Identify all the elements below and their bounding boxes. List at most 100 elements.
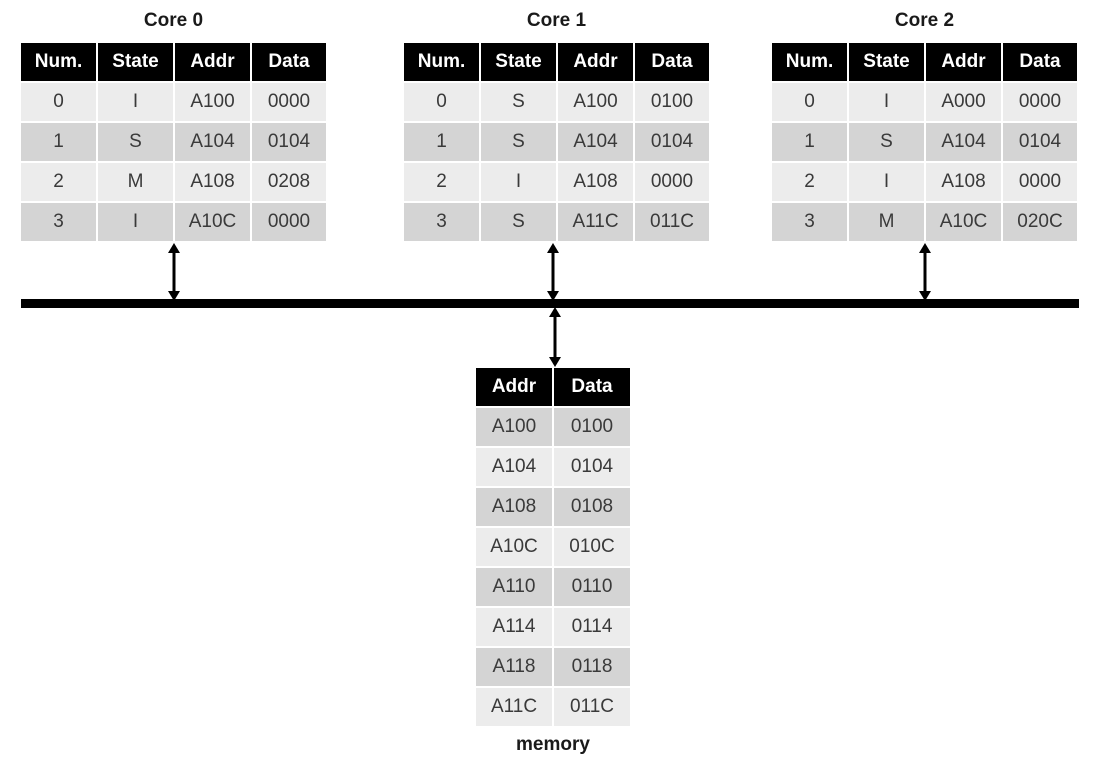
table-row: 1 S A104 0104 bbox=[404, 122, 709, 163]
cell-addr: A000 bbox=[925, 82, 1003, 123]
cell-state: I bbox=[97, 82, 175, 123]
core-0-title: Core 0 bbox=[143, 10, 204, 31]
table-row: A104 0104 bbox=[476, 447, 630, 488]
cell-data: 0000 bbox=[251, 202, 326, 243]
table-row: A11C 011C bbox=[476, 687, 630, 728]
cell-addr: A10C bbox=[476, 527, 554, 568]
column-header-state: State bbox=[848, 43, 926, 83]
cell-state: I bbox=[97, 202, 175, 243]
cell-state: S bbox=[480, 82, 558, 123]
cell-addr: A108 bbox=[557, 162, 635, 203]
cell-data: 011C bbox=[634, 202, 709, 243]
cell-data: 0104 bbox=[1002, 122, 1077, 163]
cell-addr: A104 bbox=[476, 447, 554, 488]
cell-state: I bbox=[848, 162, 926, 203]
column-header-addr: Addr bbox=[925, 43, 1003, 83]
memory-label: memory bbox=[516, 734, 590, 755]
column-header-data: Data bbox=[634, 43, 709, 83]
core-0-bus-arrow bbox=[168, 243, 180, 301]
table-row: 3 I A10C 0000 bbox=[21, 202, 326, 243]
cell-num: 1 bbox=[21, 122, 98, 163]
cell-addr: A10C bbox=[925, 202, 1003, 243]
cell-data: 0000 bbox=[251, 82, 326, 123]
core-1-title: Core 1 bbox=[526, 10, 587, 31]
memory-bus-arrow bbox=[549, 307, 561, 367]
cell-data: 0100 bbox=[553, 407, 630, 448]
memory-table: Addr Data A100 0100 A104 0104 A108 0108 … bbox=[476, 368, 630, 728]
core-2-table: Num. State Addr Data 0 I A000 0000 1 S A… bbox=[772, 43, 1077, 243]
cell-state: S bbox=[480, 202, 558, 243]
column-header-num: Num. bbox=[772, 43, 849, 83]
table-row: A114 0114 bbox=[476, 607, 630, 648]
cell-state: S bbox=[848, 122, 926, 163]
column-header-data: Data bbox=[553, 368, 630, 408]
cell-addr: A108 bbox=[925, 162, 1003, 203]
cell-num: 2 bbox=[404, 162, 481, 203]
column-header-num: Num. bbox=[21, 43, 98, 83]
table-header-row: Num. State Addr Data bbox=[21, 43, 326, 83]
column-header-data: Data bbox=[251, 43, 326, 83]
cell-addr: A11C bbox=[557, 202, 635, 243]
cell-num: 0 bbox=[21, 82, 98, 123]
cell-num: 3 bbox=[772, 202, 849, 243]
core-1-table: Num. State Addr Data 0 S A100 0100 1 S A… bbox=[404, 43, 709, 243]
cell-addr: A11C bbox=[476, 687, 554, 728]
cell-state: I bbox=[848, 82, 926, 123]
table-row: 1 S A104 0104 bbox=[772, 122, 1077, 163]
cell-data: 0104 bbox=[251, 122, 326, 163]
table-row: 0 S A100 0100 bbox=[404, 82, 709, 123]
cell-data: 0118 bbox=[553, 647, 630, 688]
table-row: 3 M A10C 020C bbox=[772, 202, 1077, 243]
core-2-bus-arrow bbox=[919, 243, 931, 301]
cell-num: 2 bbox=[772, 162, 849, 203]
table-row: 3 S A11C 011C bbox=[404, 202, 709, 243]
cell-addr: A10C bbox=[174, 202, 252, 243]
cell-num: 3 bbox=[404, 202, 481, 243]
cell-addr: A110 bbox=[476, 567, 554, 608]
table-row: 0 I A100 0000 bbox=[21, 82, 326, 123]
cell-data: 0000 bbox=[634, 162, 709, 203]
table-row: 1 S A104 0104 bbox=[21, 122, 326, 163]
cell-addr: A100 bbox=[557, 82, 635, 123]
cell-data: 0104 bbox=[634, 122, 709, 163]
cell-num: 2 bbox=[21, 162, 98, 203]
cell-data: 0114 bbox=[553, 607, 630, 648]
column-header-addr: Addr bbox=[476, 368, 554, 408]
cell-num: 3 bbox=[21, 202, 98, 243]
cell-num: 0 bbox=[772, 82, 849, 123]
table-row: A10C 010C bbox=[476, 527, 630, 568]
table-header-row: Addr Data bbox=[476, 368, 630, 408]
cell-state: S bbox=[480, 122, 558, 163]
cell-data: 0104 bbox=[553, 447, 630, 488]
table-row: 2 I A108 0000 bbox=[404, 162, 709, 203]
table-row: A118 0118 bbox=[476, 647, 630, 688]
cell-addr: A104 bbox=[925, 122, 1003, 163]
cell-data: 0000 bbox=[1002, 82, 1077, 123]
cell-num: 1 bbox=[772, 122, 849, 163]
cell-addr: A108 bbox=[174, 162, 252, 203]
table-header-row: Num. State Addr Data bbox=[404, 43, 709, 83]
column-header-data: Data bbox=[1002, 43, 1077, 83]
cell-data: 0108 bbox=[553, 487, 630, 528]
table-row: A110 0110 bbox=[476, 567, 630, 608]
table-row: A108 0108 bbox=[476, 487, 630, 528]
table-row: 2 I A108 0000 bbox=[772, 162, 1077, 203]
cell-addr: A104 bbox=[174, 122, 252, 163]
table-row: 0 I A000 0000 bbox=[772, 82, 1077, 123]
cell-state: S bbox=[97, 122, 175, 163]
cell-data: 0110 bbox=[553, 567, 630, 608]
system-bus bbox=[21, 299, 1079, 308]
cell-data: 0000 bbox=[1002, 162, 1077, 203]
cell-num: 1 bbox=[404, 122, 481, 163]
cell-data: 011C bbox=[553, 687, 630, 728]
cell-addr: A104 bbox=[557, 122, 635, 163]
column-header-num: Num. bbox=[404, 43, 481, 83]
column-header-addr: Addr bbox=[174, 43, 252, 83]
cell-data: 020C bbox=[1002, 202, 1077, 243]
main-memory: Addr Data A100 0100 A104 0104 A108 0108 … bbox=[476, 368, 630, 728]
cell-data: 010C bbox=[553, 527, 630, 568]
cell-addr: A100 bbox=[476, 407, 554, 448]
column-header-state: State bbox=[97, 43, 175, 83]
column-header-addr: Addr bbox=[557, 43, 635, 83]
cell-state: I bbox=[480, 162, 558, 203]
